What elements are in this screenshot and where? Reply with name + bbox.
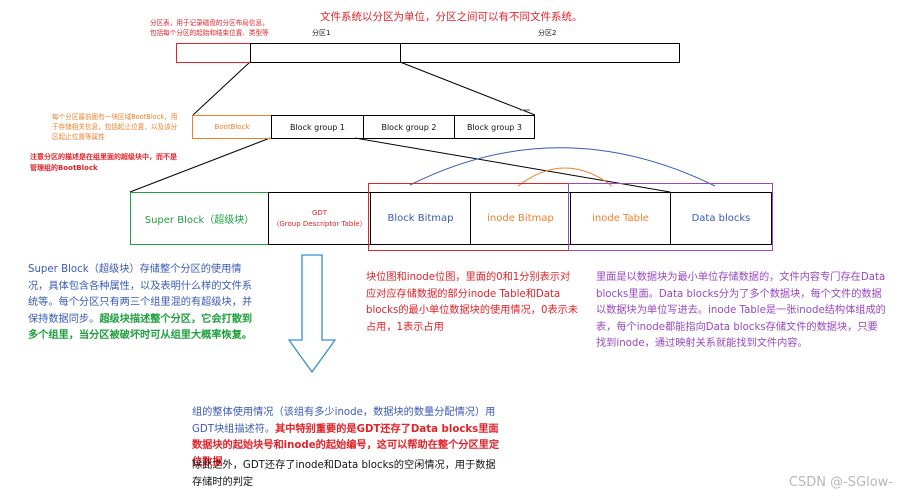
gdt-description-extra: 除此之外，GDT还存了inode和Data blocks的空闲情况，用于数据存储… xyxy=(192,460,496,488)
partition-1-box xyxy=(250,43,401,63)
gdt-box: GDT （Group Descriptor Table） xyxy=(268,192,371,245)
partition-1-label: 分区1 xyxy=(312,29,331,37)
blue-curve xyxy=(409,147,716,187)
partition-table-box xyxy=(176,43,251,63)
super-block-box: Super Block（超级块） xyxy=(130,192,269,245)
partition-2-label: 分区2 xyxy=(538,29,557,37)
gdt-description: 组的整体使用情况（该组有多少inode，数据块的数量分配情况）用GDT块组描述符… xyxy=(192,405,502,471)
super-block-label: Super Block（超级块） xyxy=(144,215,255,226)
partition-2-box xyxy=(400,43,680,63)
gdt-desc-p1: 组的整体使用情况（该组有多少inode，数据块的数量分配情况）用GDT块组描述符… xyxy=(192,407,496,435)
block-group-3-box: Block group 3 xyxy=(454,115,535,139)
superblock-warning: 注意分区的描述是在组里面的超级块中，而不是管理组的BootBlock xyxy=(30,153,177,172)
block-group-2-box: Block group 2 xyxy=(363,115,455,139)
orange-curve xyxy=(517,167,613,187)
data-blocks-box: Data blocks xyxy=(670,192,772,245)
inode-table-label: inode Table xyxy=(592,213,649,224)
zoom-line-right-1 xyxy=(399,61,536,116)
bitmap-group-outline xyxy=(368,183,569,251)
bitmap-description: 块位图和inode位图，里面的0和1分别表示对应对应存储数据的部分inode T… xyxy=(366,272,579,333)
superblock-description: Super Block（超级块）存储整个分区的使用情况，具体包含各种属性，以及表… xyxy=(28,262,258,345)
gdt-subtitle: （Group Descriptor Table） xyxy=(272,219,367,228)
data-blocks-label: Data blocks xyxy=(691,213,751,224)
bootblock-label: BootBlock xyxy=(214,123,250,131)
gdt-title: GDT xyxy=(311,208,328,217)
page-title: 文件系统以分区为单位，分区之间可以有不同文件系统。 xyxy=(320,11,583,23)
watermark: CSDN @-SGlow- xyxy=(788,475,893,490)
partition-note: 分区表，用于记录磁盘的分区布局信息，包括每个分区的起始和结束位置、类型等 xyxy=(150,19,269,37)
bootblock-note: 每个分区最前面有一块区域BootBlock，用于存储相关信息，包括起止位置，以及… xyxy=(52,113,178,141)
bootblock-box: BootBlock xyxy=(192,115,272,139)
block-group-3-label: Block group 3 xyxy=(466,122,523,132)
block-group-2-label: Block group 2 xyxy=(381,122,437,132)
down-arrow xyxy=(287,254,337,374)
block-group-1-label: Block group 1 xyxy=(289,122,346,132)
gdt-desc-p2: 其中特别重要的是GDT还存了Data blocks里面数据块的起始块号和inod… xyxy=(192,423,500,468)
superblock-desc-p3: 超级块描述整个分区，它会打散到多个组里，当分区被破坏时可从组里大概率恢复。 xyxy=(28,313,253,342)
data-desc-p1: 里面是以数据块为最小单位存储数据的，文件内容专门存在Data blocks里面。… xyxy=(596,272,886,316)
block-bitmap-label: Block Bitmap xyxy=(387,213,454,224)
block-group-1-box: Block group 1 xyxy=(271,115,364,139)
zoom-line-left-2 xyxy=(129,137,271,193)
zoom-line-left-1 xyxy=(192,61,251,116)
superblock-desc-p1: Super Block（超级块）存储整个分区的使用情况，具体包含各种属性，以及表… xyxy=(28,264,253,308)
data-desc-p2: inode Table是一张inode结构体组成的表，每个inode都能指向Da… xyxy=(596,305,886,349)
data-description: 里面是以数据块为最小单位存储数据的，文件内容专门存在Data blocks里面。… xyxy=(596,270,886,353)
inode-bitmap-label: inode Bitmap xyxy=(487,213,554,224)
superblock-desc-p2: 每个分区只有两三个组里混的有超级块，并保持数据同步。 xyxy=(28,297,253,325)
data-group-outline xyxy=(568,183,773,251)
